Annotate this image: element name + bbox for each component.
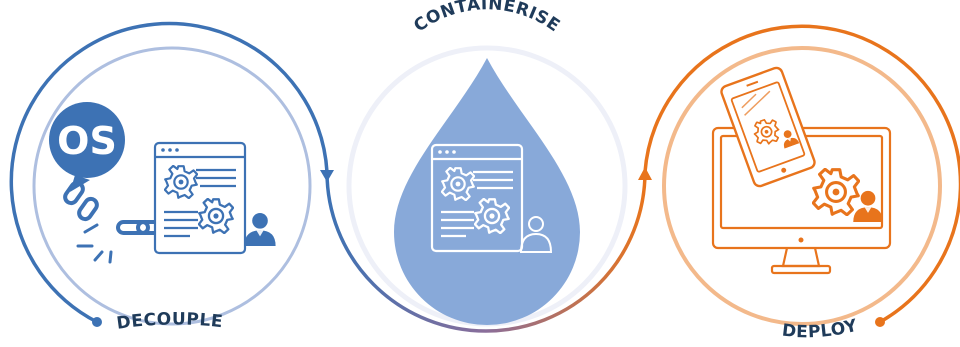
deploy-stage <box>662 46 942 326</box>
decouple-stage: OS <box>32 46 312 326</box>
flow-end-dot <box>875 317 885 327</box>
deploy-inner-ring <box>662 46 942 326</box>
step-label-decouple: DECOUPLE <box>115 309 224 333</box>
os-badge-icon: OS <box>49 102 125 192</box>
user-icon <box>519 216 553 253</box>
app-window-icon <box>153 141 247 255</box>
flow-arc-top-left <box>9 21 329 324</box>
droplet-icon <box>394 58 580 325</box>
containerise-stage <box>346 45 628 327</box>
flow-arc-bottom <box>325 171 647 333</box>
flow-arc-top-right <box>643 24 960 324</box>
step-label-containerise: CONTAINERISE <box>410 0 563 36</box>
flow-arrow-up <box>638 167 652 180</box>
tablet-icon <box>720 66 816 188</box>
flow-start-dot <box>92 317 102 327</box>
os-badge-text: OS <box>57 119 117 163</box>
app-window-icon <box>430 143 524 253</box>
broken-chain-icon <box>63 180 162 264</box>
